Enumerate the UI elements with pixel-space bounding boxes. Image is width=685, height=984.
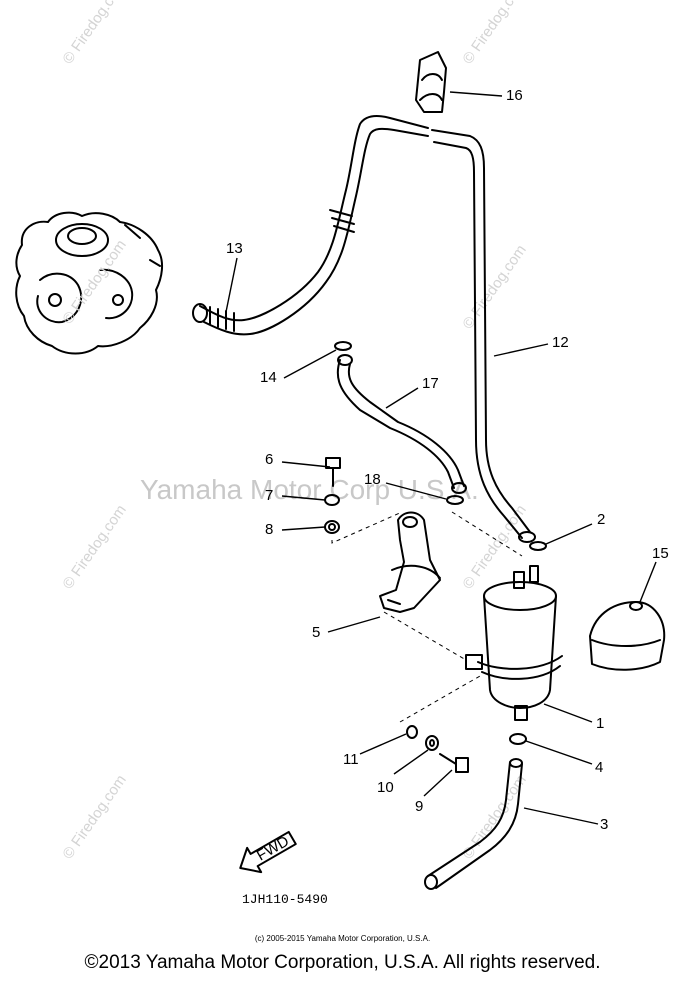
callout-8: 8 (265, 521, 273, 538)
bolt-part-6 (325, 457, 341, 487)
hose-part-12 (431, 129, 536, 543)
cover-part-15 (589, 601, 666, 671)
watermark-site: © Firedog.com (59, 237, 129, 328)
callout-12: 12 (552, 334, 569, 351)
callout-18: 18 (364, 471, 381, 488)
filter-part-1 (465, 565, 563, 721)
fwd-label: FWD (254, 833, 292, 865)
callout-14: 14 (260, 369, 277, 386)
watermark-site: © Firedog.com (59, 502, 129, 593)
small-copyright: (c) 2005-2015 Yamaha Motor Corporation, … (254, 934, 431, 943)
assembly-lines (331, 511, 523, 723)
watermark-site: © Firedog.com (459, 502, 529, 593)
callout-5: 5 (312, 624, 320, 641)
callout-11: 11 (343, 751, 359, 768)
callout-17: 17 (422, 375, 439, 392)
bolt-part-9 (439, 753, 469, 773)
diagram-code: 1JH110-5490 (242, 892, 328, 907)
callout-labels: 1 2 3 4 5 6 7 8 9 10 11 12 13 14 15 16 1… (226, 87, 669, 833)
clip-part-14 (334, 341, 352, 351)
hose-part-3 (424, 758, 523, 890)
callout-13: 13 (226, 240, 243, 257)
clip-part-2 (529, 541, 547, 551)
washer-part-11 (406, 725, 418, 739)
callout-4: 4 (595, 759, 603, 776)
hose-part-17 (336, 354, 467, 494)
watermark-site: © Firedog.com (459, 242, 529, 333)
copyright-notice: ©2013 Yamaha Motor Corporation, U.S.A. A… (84, 952, 601, 973)
grommet-part-8 (324, 520, 340, 534)
callout-6: 6 (265, 451, 273, 468)
watermark-main: Yamaha Motor Corp U.S.A. (140, 474, 479, 505)
callout-3: 3 (600, 816, 608, 833)
callout-10: 10 (377, 779, 394, 796)
watermark-site: © Firedog.com (59, 0, 129, 67)
fwd-arrow-icon: FWD (239, 830, 297, 874)
callout-15: 15 (652, 545, 669, 562)
washer-part-10 (425, 735, 439, 751)
callout-1: 1 (596, 715, 604, 732)
clip-part-18 (446, 495, 464, 505)
watermark-site: © Firedog.com (459, 0, 529, 67)
hose-left (192, 115, 429, 336)
callout-7: 7 (265, 487, 273, 504)
leader-lines (225, 91, 657, 825)
watermark-site: © Firedog.com (59, 772, 129, 863)
engine-outline (15, 211, 164, 355)
callout-9: 9 (415, 798, 423, 815)
callout-2: 2 (597, 511, 605, 528)
clamp-part-16 (415, 51, 447, 113)
bracket-part-5 (379, 511, 441, 613)
watermark-group: © Firedog.com © Firedog.com © Firedog.co… (59, 0, 529, 862)
callout-16: 16 (506, 87, 523, 104)
clip-part-4 (509, 733, 527, 745)
